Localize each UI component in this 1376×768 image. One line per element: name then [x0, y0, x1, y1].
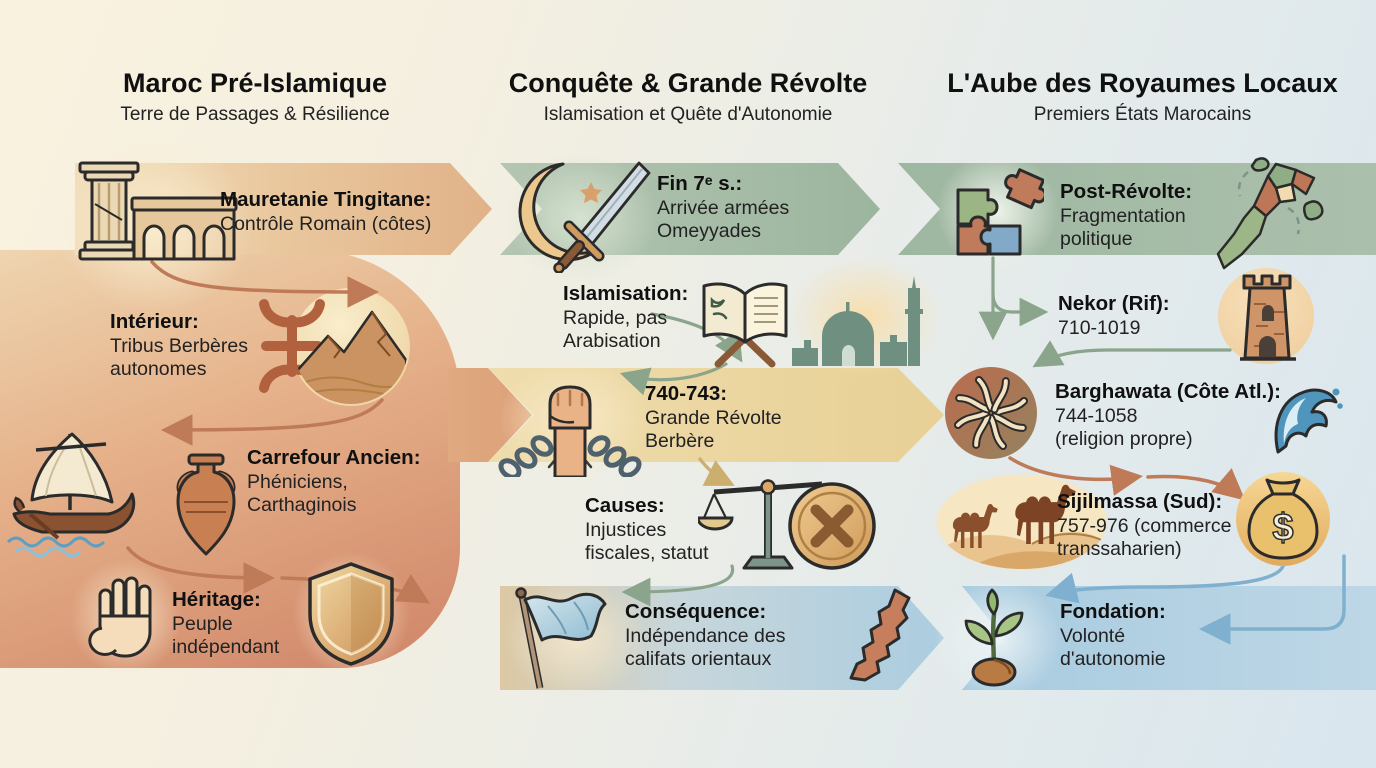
mountain-icon [292, 288, 410, 406]
column-header-conquest: Conquête & Grande Révolte Islamisation e… [482, 68, 894, 126]
wave-icon [1270, 380, 1344, 460]
roman-column-aqueduct-icon [68, 158, 240, 268]
amphora-icon [172, 450, 240, 560]
column-title: Maroc Pré-Islamique [122, 68, 388, 98]
column-title: L'Aube des Royaumes Locaux [947, 68, 1338, 98]
morocco-map-icon [843, 588, 915, 684]
column-subtitle: Terre de Passages & Résilience [120, 104, 390, 125]
sprout-icon [946, 586, 1042, 688]
fragmented-map-icon [1192, 156, 1330, 274]
item-fin-7e: Fin 7ᵉ s.: Arrivée armées Omeyyades [657, 172, 790, 242]
item-sijilmassa: Sijilmassa (Sud): 757-976 (commerce tran… [1057, 490, 1232, 560]
column-subtitle: Premiers États Marocains [1033, 104, 1252, 125]
item-nekor: Nekor (Rif): 710-1019 [1058, 292, 1170, 339]
item-mauretanie: Mauretanie Tingitane: Contrôle Romain (c… [220, 188, 432, 235]
item-islamisation: Islamisation: Rapide, pas Arabisation [563, 282, 689, 352]
rejected-coin-icon [786, 480, 878, 572]
mosque-icon [792, 266, 940, 366]
item-revolte: 740-743: Grande Révolte Berbère [645, 382, 782, 452]
money-bag-icon: $ [1234, 470, 1332, 568]
tower-icon [1226, 270, 1308, 364]
flag-icon [508, 584, 616, 692]
item-fondation: Fondation: Volonté d'autonomie [1060, 600, 1166, 670]
berber-yaz-icon [252, 296, 332, 396]
item-consequence: Conséquence: Indépendance des califats o… [625, 600, 786, 670]
column-subtitle: Islamisation et Quête d'Autonomie [543, 104, 833, 125]
item-heritage: Héritage: Peuple indépendant [172, 588, 280, 658]
barghawata-sun-icon [942, 364, 1040, 462]
phoenician-ship-icon [6, 426, 146, 561]
item-interieur: Intérieur: Tribus Berbères autonomes [110, 310, 248, 380]
item-post-revolte: Post-Révolte: Fragmentation politique [1060, 180, 1193, 250]
raised-hand-icon [84, 572, 158, 664]
item-causes: Causes: Injustices fiscales, statut [585, 494, 709, 564]
item-barghawata: Barghawata (Côte Atl.): 744-1058 (religi… [1055, 380, 1281, 450]
fist-broken-chain-icon [495, 362, 645, 477]
svg-text:$: $ [1272, 507, 1293, 549]
column-title: Conquête & Grande Révolte [508, 68, 868, 98]
crescent-sword-icon [505, 158, 655, 273]
column-header-pre-islamic: Maroc Pré-Islamique Terre de Passages & … [55, 68, 455, 126]
column-header-kingdoms: L'Aube des Royaumes Locaux Premiers État… [915, 68, 1370, 126]
shield-icon [303, 560, 399, 668]
quran-icon [696, 276, 794, 368]
puzzle-icon [942, 160, 1044, 262]
item-carrefour: Carrefour Ancien: Phéniciens, Carthagino… [247, 446, 421, 516]
